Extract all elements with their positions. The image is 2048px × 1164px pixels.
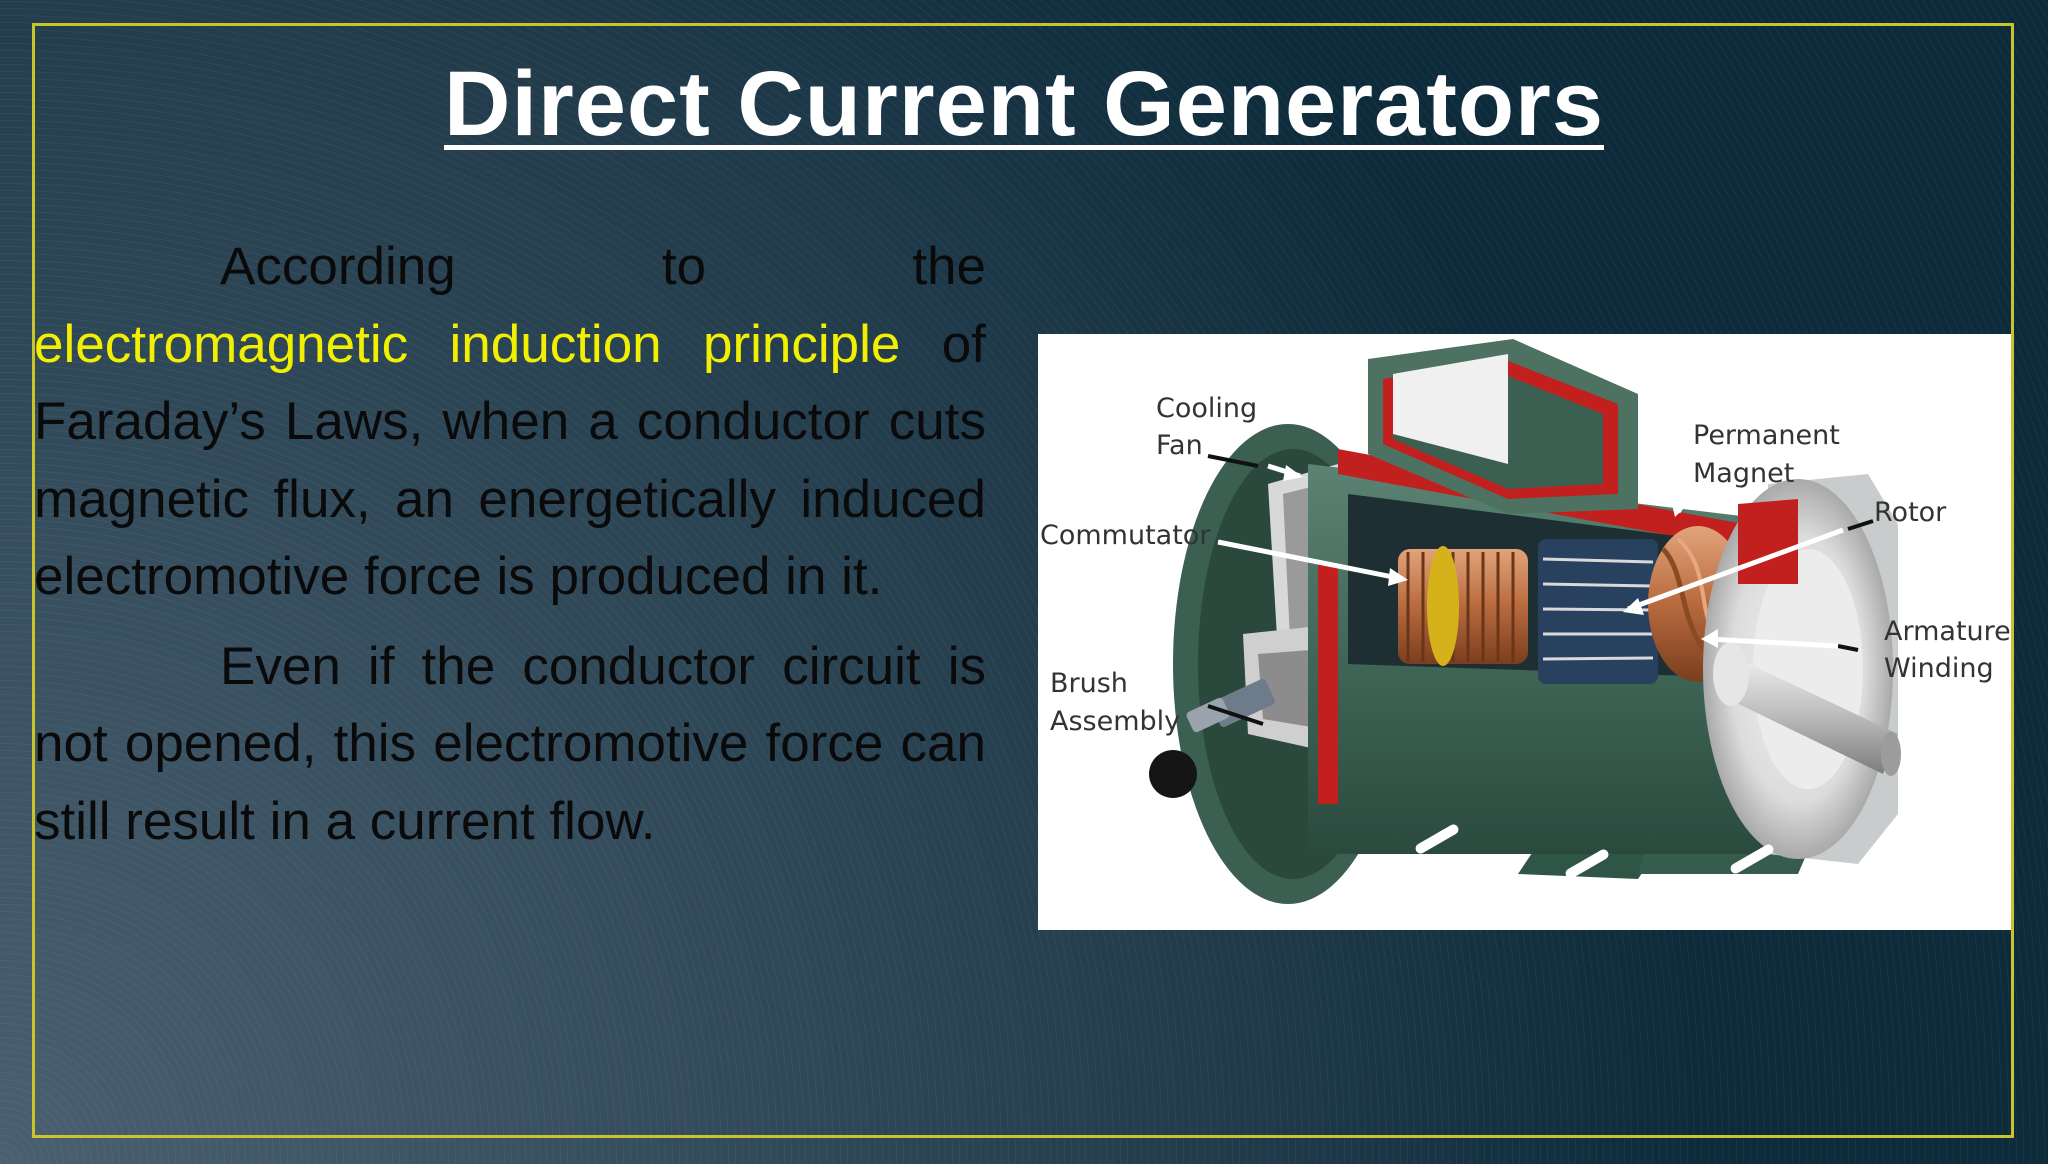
terminal-box bbox=[1368, 339, 1638, 514]
dc-motor-cutaway-figure: Cooling Fan Commutator Brush Assembly Pe… bbox=[1038, 334, 2011, 930]
label-assembly: Assembly bbox=[1050, 706, 1180, 737]
label-commutator: Commutator bbox=[1040, 520, 1211, 551]
label-armature: Armature bbox=[1884, 616, 2011, 647]
motor-illustration: Cooling Fan Commutator Brush Assembly Pe… bbox=[1040, 339, 2011, 904]
label-leaders bbox=[1207, 454, 1874, 726]
rotor bbox=[1538, 539, 1658, 684]
body-text: According to the electromagnetic inducti… bbox=[34, 228, 986, 860]
label-winding: Winding bbox=[1884, 653, 1994, 684]
label-cooling: Cooling bbox=[1156, 393, 1257, 424]
slide-frame bbox=[32, 23, 2014, 1138]
paragraph-2: Even if the conductor circuit is not ope… bbox=[34, 636, 986, 851]
shaft bbox=[1713, 642, 1901, 776]
label-fan: Fan bbox=[1156, 430, 1203, 461]
slide-title: Direct Current Generators bbox=[0, 52, 2048, 157]
paragraph-1-lead: According to the bbox=[220, 237, 986, 296]
label-magnet: Magnet bbox=[1693, 458, 1794, 489]
paragraph-1-rest: of Faraday’s Laws, when a conductor cuts… bbox=[34, 314, 986, 607]
slide-title-text: Direct Current Generators bbox=[444, 53, 1604, 155]
white-arrows bbox=[1217, 463, 1844, 649]
commutator bbox=[1398, 546, 1528, 666]
foot-slots bbox=[1415, 824, 1774, 879]
brush-assembly bbox=[1149, 678, 1275, 798]
label-brush: Brush bbox=[1050, 668, 1128, 699]
label-permanent: Permanent bbox=[1693, 420, 1840, 451]
highlighted-phrase: electromagnetic induction principle bbox=[34, 314, 901, 374]
front-end-bell bbox=[1703, 474, 1898, 864]
label-rotor: Rotor bbox=[1874, 497, 1947, 528]
paragraph-1: According to the electromagnetic inducti… bbox=[34, 228, 986, 616]
arrow-heads bbox=[1283, 465, 1718, 648]
